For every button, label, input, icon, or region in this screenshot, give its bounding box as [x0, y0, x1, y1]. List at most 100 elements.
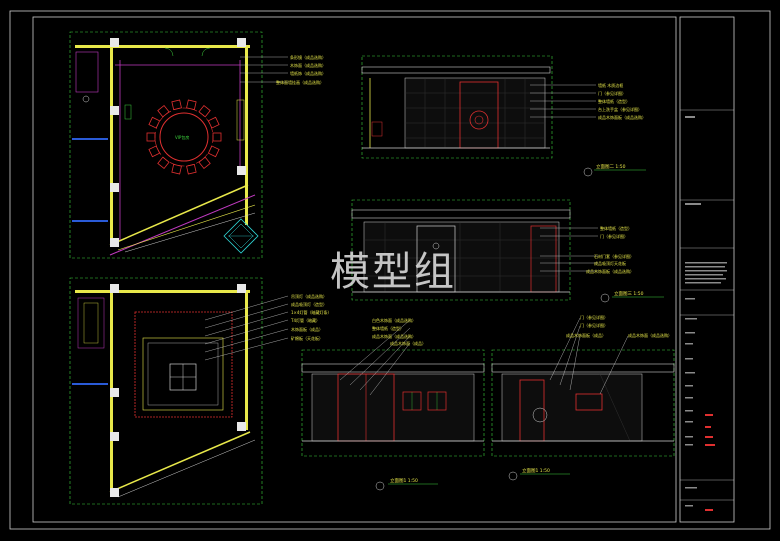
- elev-b-label-5: 成品木饰面板（成品选购）: [586, 268, 634, 274]
- dining-chair: [148, 145, 161, 158]
- plan-top-border: [69, 31, 263, 259]
- round-dining-table: VIP包房: [146, 99, 222, 175]
- elev-a-border: [361, 55, 553, 159]
- elev-a-wall-panel: [404, 77, 546, 149]
- plan-bottom-label-4: T4灯管（暗藏）: [290, 317, 320, 323]
- plan-bottom-column-1: [110, 284, 119, 293]
- plan-top-wall-top: [75, 45, 250, 48]
- elev-d-caption-marker: [508, 471, 518, 481]
- plan-bottom-border: [69, 277, 263, 505]
- elev-b-door-knob: [432, 242, 440, 250]
- elev-a-door-ornament: [469, 110, 489, 130]
- elev-c-border: [301, 349, 485, 457]
- elev-d-label-1: 门（参见详图）: [580, 314, 608, 320]
- outer-border: [9, 10, 771, 530]
- plan-top-door-arc: [164, 47, 174, 57]
- plan-bottom-label-5: 木饰面板（成品）: [291, 326, 323, 332]
- plan-top-side-console: [236, 99, 245, 141]
- plan-bottom-wall-right: [245, 290, 248, 430]
- plan-top-column-1: [110, 38, 119, 47]
- plan-top-diagonal-magenta: [109, 194, 256, 256]
- plan-top-blue-strip: [72, 138, 108, 140]
- plan-top-diagonal-3: [124, 212, 256, 253]
- plan-top-restroom: [75, 51, 99, 93]
- plan-top-label-2: 木饰面（成品选购）: [290, 62, 326, 68]
- elev-d-label-4: 成品木饰面（成品选购）: [628, 332, 672, 338]
- plan-bottom-restroom-inner: [83, 302, 99, 344]
- elev-c-label-1: 白色木饰面（成品选购）: [372, 317, 416, 323]
- plan-bottom-diagonal-2: [117, 439, 256, 498]
- elev-b-caption: 立面图三 1:50: [614, 290, 644, 297]
- elev-a-door-ornament-inner: [474, 115, 484, 125]
- elev-c-label-2: 整体墙纸（造型）: [372, 325, 404, 331]
- elev-a-label-4: 台上洗手盆（参见详图）: [598, 106, 642, 112]
- elev-d-label-3: 成品木饰面板（成品）: [566, 332, 606, 338]
- tb-red-mark-1: [705, 414, 713, 416]
- plan-bottom-column-3: [110, 388, 119, 397]
- plan-top-blue-strip-2: [72, 220, 108, 222]
- plan-bottom-column-5: [237, 422, 246, 431]
- elev-d-label-2: 门（参见详图）: [580, 322, 608, 328]
- plan-top-door-arc-2: [201, 47, 211, 57]
- elev-d-panel: [575, 393, 603, 411]
- plan-bottom-wall-top: [75, 290, 250, 293]
- elev-a-basin: [371, 121, 383, 137]
- elev-b-label-1: 整体墙纸（造型）: [600, 225, 632, 231]
- drawing-border: [32, 16, 677, 523]
- dining-chair: [186, 163, 197, 175]
- plan-top-column-3: [110, 106, 119, 115]
- tb-logo-mark: [685, 116, 695, 118]
- plan-bottom-blue-strip: [72, 383, 108, 385]
- elev-b-label-3: 石材门套（参见详图）: [594, 253, 634, 259]
- tb-sheet-number-mark: [705, 509, 713, 511]
- dining-chair: [148, 116, 161, 129]
- plan-bottom-diagonal: [109, 431, 251, 493]
- tb-project-mark: [685, 203, 701, 205]
- plan-top-label-1: 条形镜（成品选购）: [290, 54, 326, 60]
- plan-top-label-4: 整体面墙挂画（成品选购）: [276, 79, 324, 85]
- dining-chair: [198, 105, 211, 118]
- elev-c-label-3: 成品木饰面（成品选购）: [372, 333, 416, 339]
- dining-chair: [198, 156, 211, 169]
- tb-red-mark-2: [705, 426, 711, 428]
- plan-top-fixture: [82, 95, 90, 103]
- dining-chair: [212, 132, 222, 142]
- elev-c-ceiling: [301, 363, 485, 373]
- elev-c-label-4: 成品木饰面（成品）: [390, 340, 426, 346]
- dining-chair: [171, 99, 182, 111]
- plan-top-label-3: 墙纸饰（成品选购）: [290, 70, 326, 76]
- plan-top-diagonal-2: [117, 204, 256, 251]
- elev-a-label-2: 门（参见详图）: [598, 90, 626, 96]
- elev-b-caption-marker: [600, 293, 610, 303]
- plan-bottom-column-2: [237, 284, 246, 293]
- plan-bottom-label-2: 成品吸顶灯（造型）: [291, 301, 327, 307]
- elev-d-caption: 立面图1 1:50: [522, 467, 550, 474]
- plan-bottom-label-6: 矿棉板（天花板）: [291, 335, 323, 341]
- elev-b-ceiling: [351, 209, 571, 219]
- elevation-b: 整体墙纸（造型） 门（参见详图） 石材门套（参见详图） 成品吸顶灯天花板 成品木…: [351, 199, 664, 303]
- dining-chair: [171, 163, 182, 175]
- plan-bottom-column-4: [110, 432, 119, 441]
- plan-top-wall-right: [245, 45, 248, 225]
- elev-c-caption: 立面图1 1:50: [390, 477, 418, 484]
- plan-bottom-label-1: 吊顶灯（成品选购）: [291, 293, 327, 299]
- dining-chair: [207, 116, 220, 129]
- elev-a-ceiling: [361, 66, 551, 74]
- elev-d-ceiling: [491, 363, 675, 373]
- ceiling-outer-frame: [134, 311, 233, 418]
- dining-chair: [157, 105, 170, 118]
- plan-top-wall-left: [110, 45, 113, 245]
- plan-top: VIP包房 条形镜（成品选购） 木饰面（成品选购）: [69, 31, 326, 259]
- elev-a-caption: 立面图二 1:50: [596, 163, 626, 170]
- watermark: 模型组: [330, 249, 456, 295]
- elev-a-label-5: 成品木饰面板（成品选购）: [598, 114, 646, 120]
- plan-bottom: 吊顶灯（成品选购） 成品吸顶灯（造型） 1×4灯管（暗藏灯条） T4灯管（暗藏）…: [69, 277, 331, 505]
- plan-bottom-column-6: [110, 488, 119, 497]
- plan-top-side-cabinet: [124, 104, 132, 120]
- elev-d-border: [491, 349, 675, 457]
- elev-b-label-2: 门（参见详图）: [600, 233, 628, 239]
- dining-chair: [186, 99, 197, 111]
- elevation-d: 门（参见详图） 门（参见详图） 成品木饰面板（成品） 成品木饰面（成品选购） 立…: [491, 314, 675, 481]
- elevation-c: 白色木饰面（成品选购） 整体墙纸（造型） 成品木饰面（成品选购） 成品木饰面（成…: [301, 317, 485, 491]
- elev-c-wall: [311, 373, 475, 442]
